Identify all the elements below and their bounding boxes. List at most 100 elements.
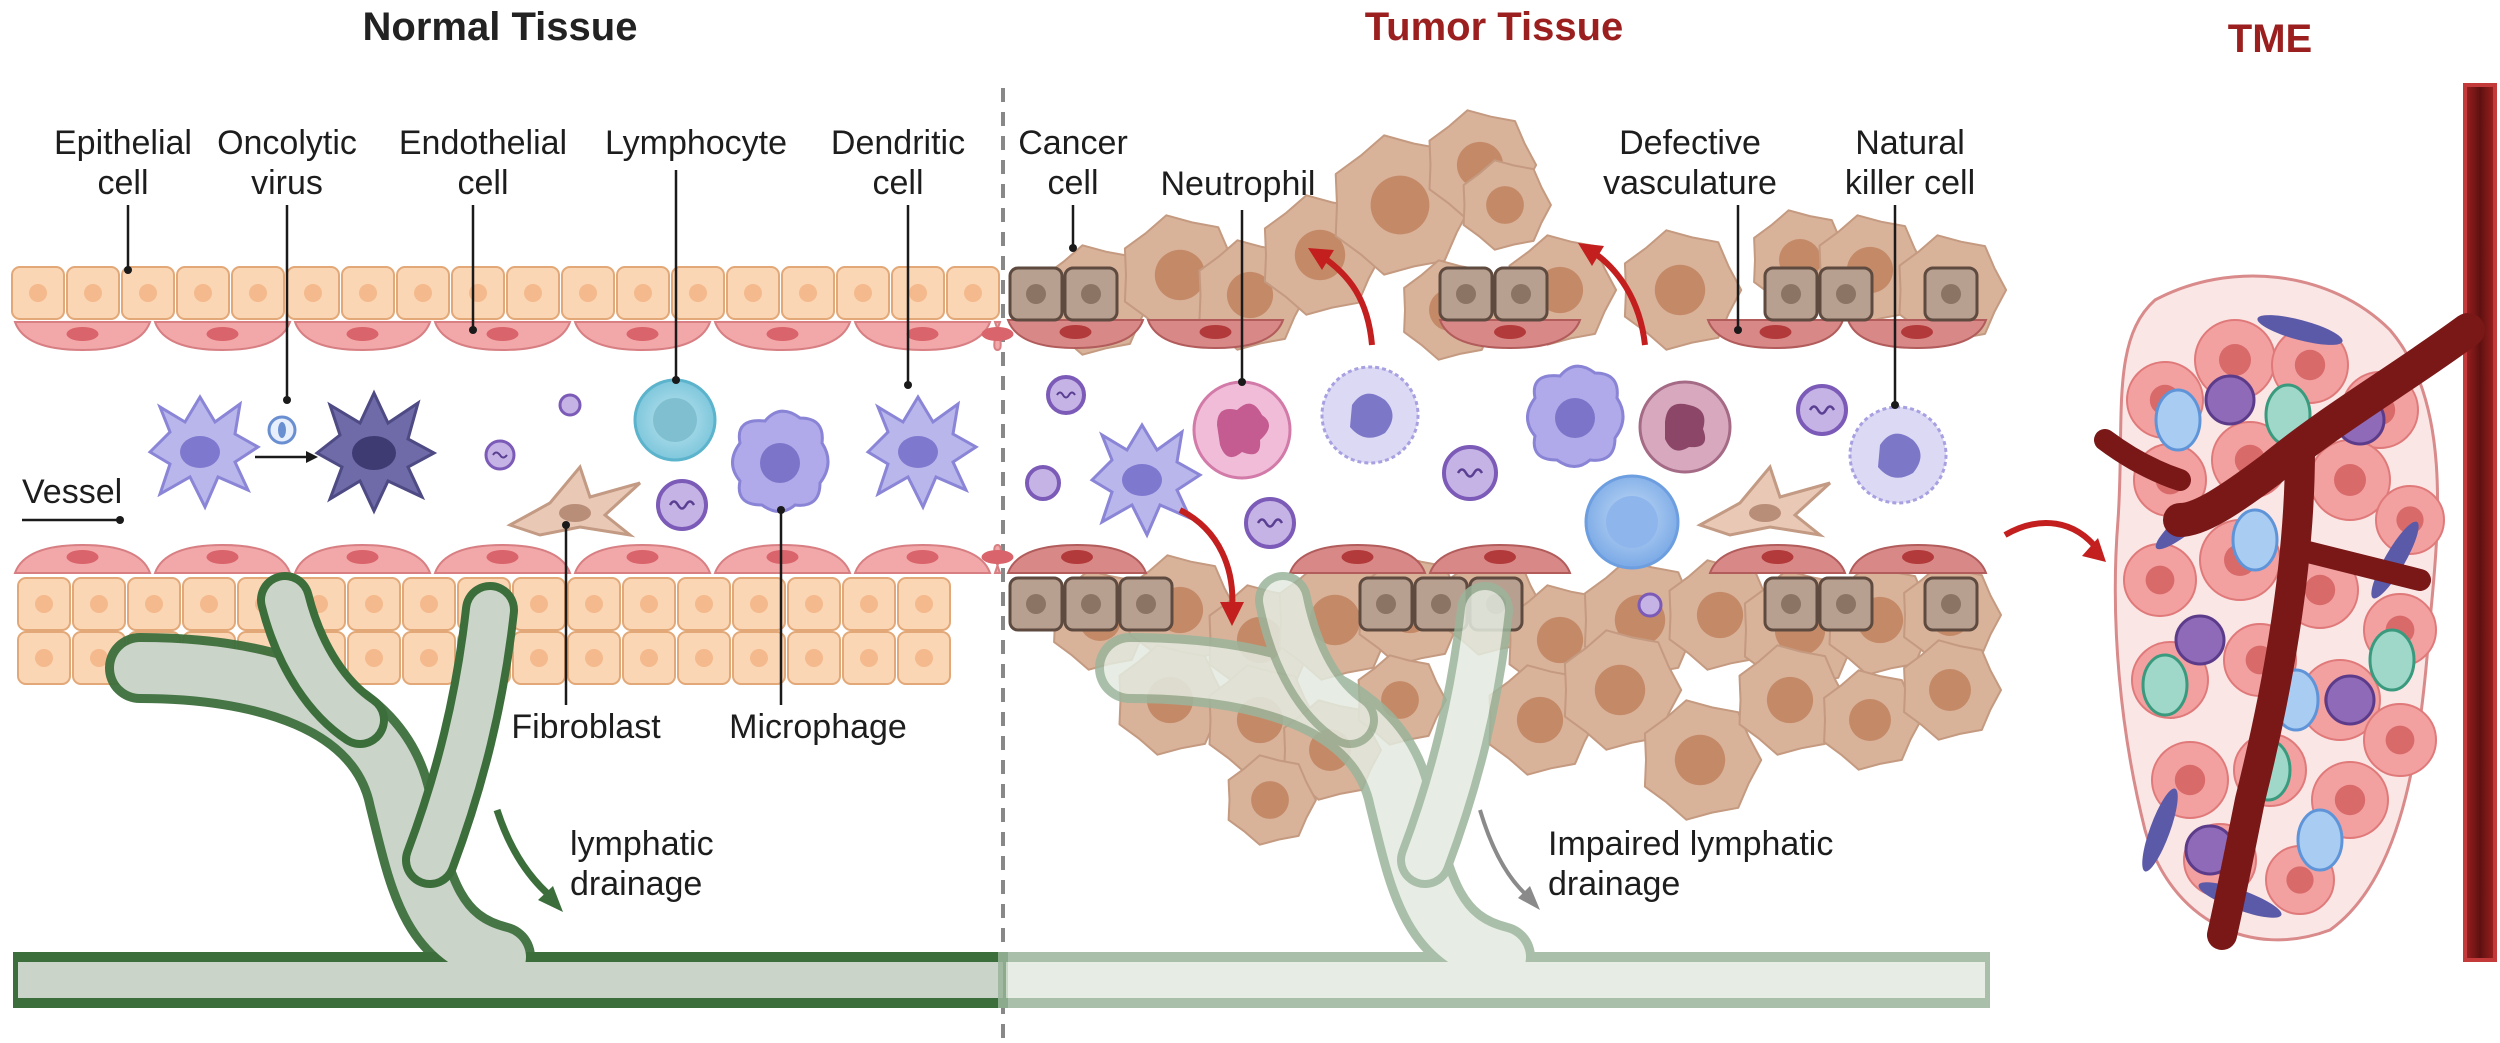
endothelial-nucleus <box>1902 550 1934 564</box>
dendritic-cell-tumor <box>1089 422 1203 539</box>
label-vessel: Vessel <box>22 473 122 511</box>
natural-killer-cell-left <box>1320 365 1420 465</box>
migration-arrow <box>1318 252 1375 346</box>
cancer-epithelial-nucleus <box>1136 594 1156 614</box>
tme-dendritic-cell <box>2324 674 2376 726</box>
epithelial-nucleus <box>695 595 713 613</box>
tme-cancer-nucleus <box>2334 784 2366 816</box>
epithelial-nucleus <box>585 595 603 613</box>
epithelial-nucleus <box>35 649 53 667</box>
endothelial-nucleus <box>1484 550 1516 564</box>
cancer-nucleus <box>1370 175 1430 235</box>
lymphatic-flow-arrowhead <box>538 886 563 912</box>
epithelial-nucleus <box>365 595 383 613</box>
macrophage-cell <box>731 409 830 513</box>
epithelial-nucleus <box>805 595 823 613</box>
endothelial-nucleus <box>626 550 659 564</box>
lymphocyte-tumor <box>1584 474 1680 570</box>
endothelial-nucleus <box>1759 325 1792 339</box>
epithelial-nucleus <box>194 284 212 302</box>
tme-tumor-cluster <box>2094 83 2497 962</box>
tme-dendritic-cell <box>2204 374 2256 426</box>
epithelial-nucleus <box>634 284 652 302</box>
title-tme: TME <box>2228 17 2312 61</box>
tme-cancer-nucleus <box>2294 349 2326 381</box>
endothelial-nucleus <box>766 327 799 341</box>
tme-cancer-nucleus <box>2174 764 2206 796</box>
endothelial-nucleus <box>1761 550 1794 564</box>
leader-dot <box>1734 326 1742 334</box>
impaired-flow-arrow <box>1478 809 1532 900</box>
cancer-nucleus <box>1381 681 1419 719</box>
endothelial-layer-tumor-top <box>1006 319 1988 350</box>
neutrophil-cell-right <box>1638 380 1732 474</box>
endothelial-nucleus <box>1494 325 1526 339</box>
leader-dot <box>1069 244 1077 252</box>
tme-fibroblast <box>2142 788 2178 872</box>
label-microphage: Microphage <box>729 708 907 746</box>
tme-vessel-branch <box>2207 435 2315 950</box>
cancer-nucleus <box>1251 781 1289 819</box>
epithelial-nucleus <box>524 284 542 302</box>
cancer-epithelial-nucleus <box>1456 284 1476 304</box>
epithelial-nucleus <box>860 595 878 613</box>
tme-immune-cell <box>2231 508 2279 572</box>
cancer-nucleus <box>1486 186 1524 224</box>
cancer-nucleus <box>1516 696 1564 744</box>
endothelial-nucleus <box>981 550 1014 564</box>
leader-dot <box>562 521 570 529</box>
tme-cancer-nucleus <box>2385 725 2415 755</box>
leader-dot <box>116 516 124 524</box>
epithelial-nucleus <box>750 649 768 667</box>
endothelial-nucleus <box>486 550 519 564</box>
epithelial-nucleus <box>805 649 823 667</box>
cancer-epithelial-nucleus <box>1376 594 1396 614</box>
epithelial-nucleus <box>90 595 108 613</box>
cancer-epithelial-nucleus <box>1941 284 1961 304</box>
virus-particle <box>656 479 708 531</box>
epithelial-nucleus <box>200 595 218 613</box>
cancer-epithelial-nucleus <box>1511 284 1531 304</box>
tme-fibroblast <box>2257 315 2343 345</box>
cancer-nucleus <box>1226 271 1274 319</box>
tme-vessel-branch <box>2289 539 2431 591</box>
endothelial-layer-tumor-bottom <box>1006 543 1988 574</box>
virus-particle <box>1442 445 1498 501</box>
leader-dot <box>904 381 912 389</box>
macrophage-tumor <box>1526 364 1625 468</box>
title-normal-tissue: Normal Tissue <box>363 5 638 49</box>
cancer-nucleus <box>1536 616 1584 664</box>
cancer-epithelial-nucleus <box>1836 284 1856 304</box>
epithelial-nucleus <box>640 649 658 667</box>
tme-entry-arrowhead <box>2082 538 2106 562</box>
epithelial-nucleus <box>799 284 817 302</box>
cancer-epithelial-nucleus <box>1026 594 1046 614</box>
fibroblast-tumor <box>1696 463 1832 538</box>
endothelial-nucleus <box>346 327 379 341</box>
epithelial-nucleus <box>530 595 548 613</box>
epithelial-nucleus <box>854 284 872 302</box>
label-neutrophil: Neutrophil <box>1161 165 1316 203</box>
migration-arrowhead <box>1220 602 1244 626</box>
epithelial-nucleus <box>90 649 108 667</box>
dendritic-cell-right <box>865 394 979 511</box>
virus-particle <box>1244 497 1296 549</box>
endothelial-nucleus <box>626 327 659 341</box>
epithelial-nucleus <box>35 595 53 613</box>
epithelial-nucleus <box>964 284 982 302</box>
endothelial-nucleus <box>981 327 1014 341</box>
virus-particle <box>1796 384 1848 436</box>
cancer-nucleus <box>1309 594 1361 646</box>
cancer-nucleus <box>1674 734 1726 786</box>
endothelial-nucleus <box>66 327 99 341</box>
endothelial-nucleus <box>1199 325 1232 339</box>
epithelial-nucleus <box>29 284 47 302</box>
endothelial-nucleus <box>1901 325 1933 339</box>
leader-dot <box>1238 378 1246 386</box>
cancer-epithelial-nucleus <box>1431 594 1451 614</box>
endothelial-nucleus <box>906 550 939 564</box>
tme-immune-cell <box>2296 808 2344 872</box>
